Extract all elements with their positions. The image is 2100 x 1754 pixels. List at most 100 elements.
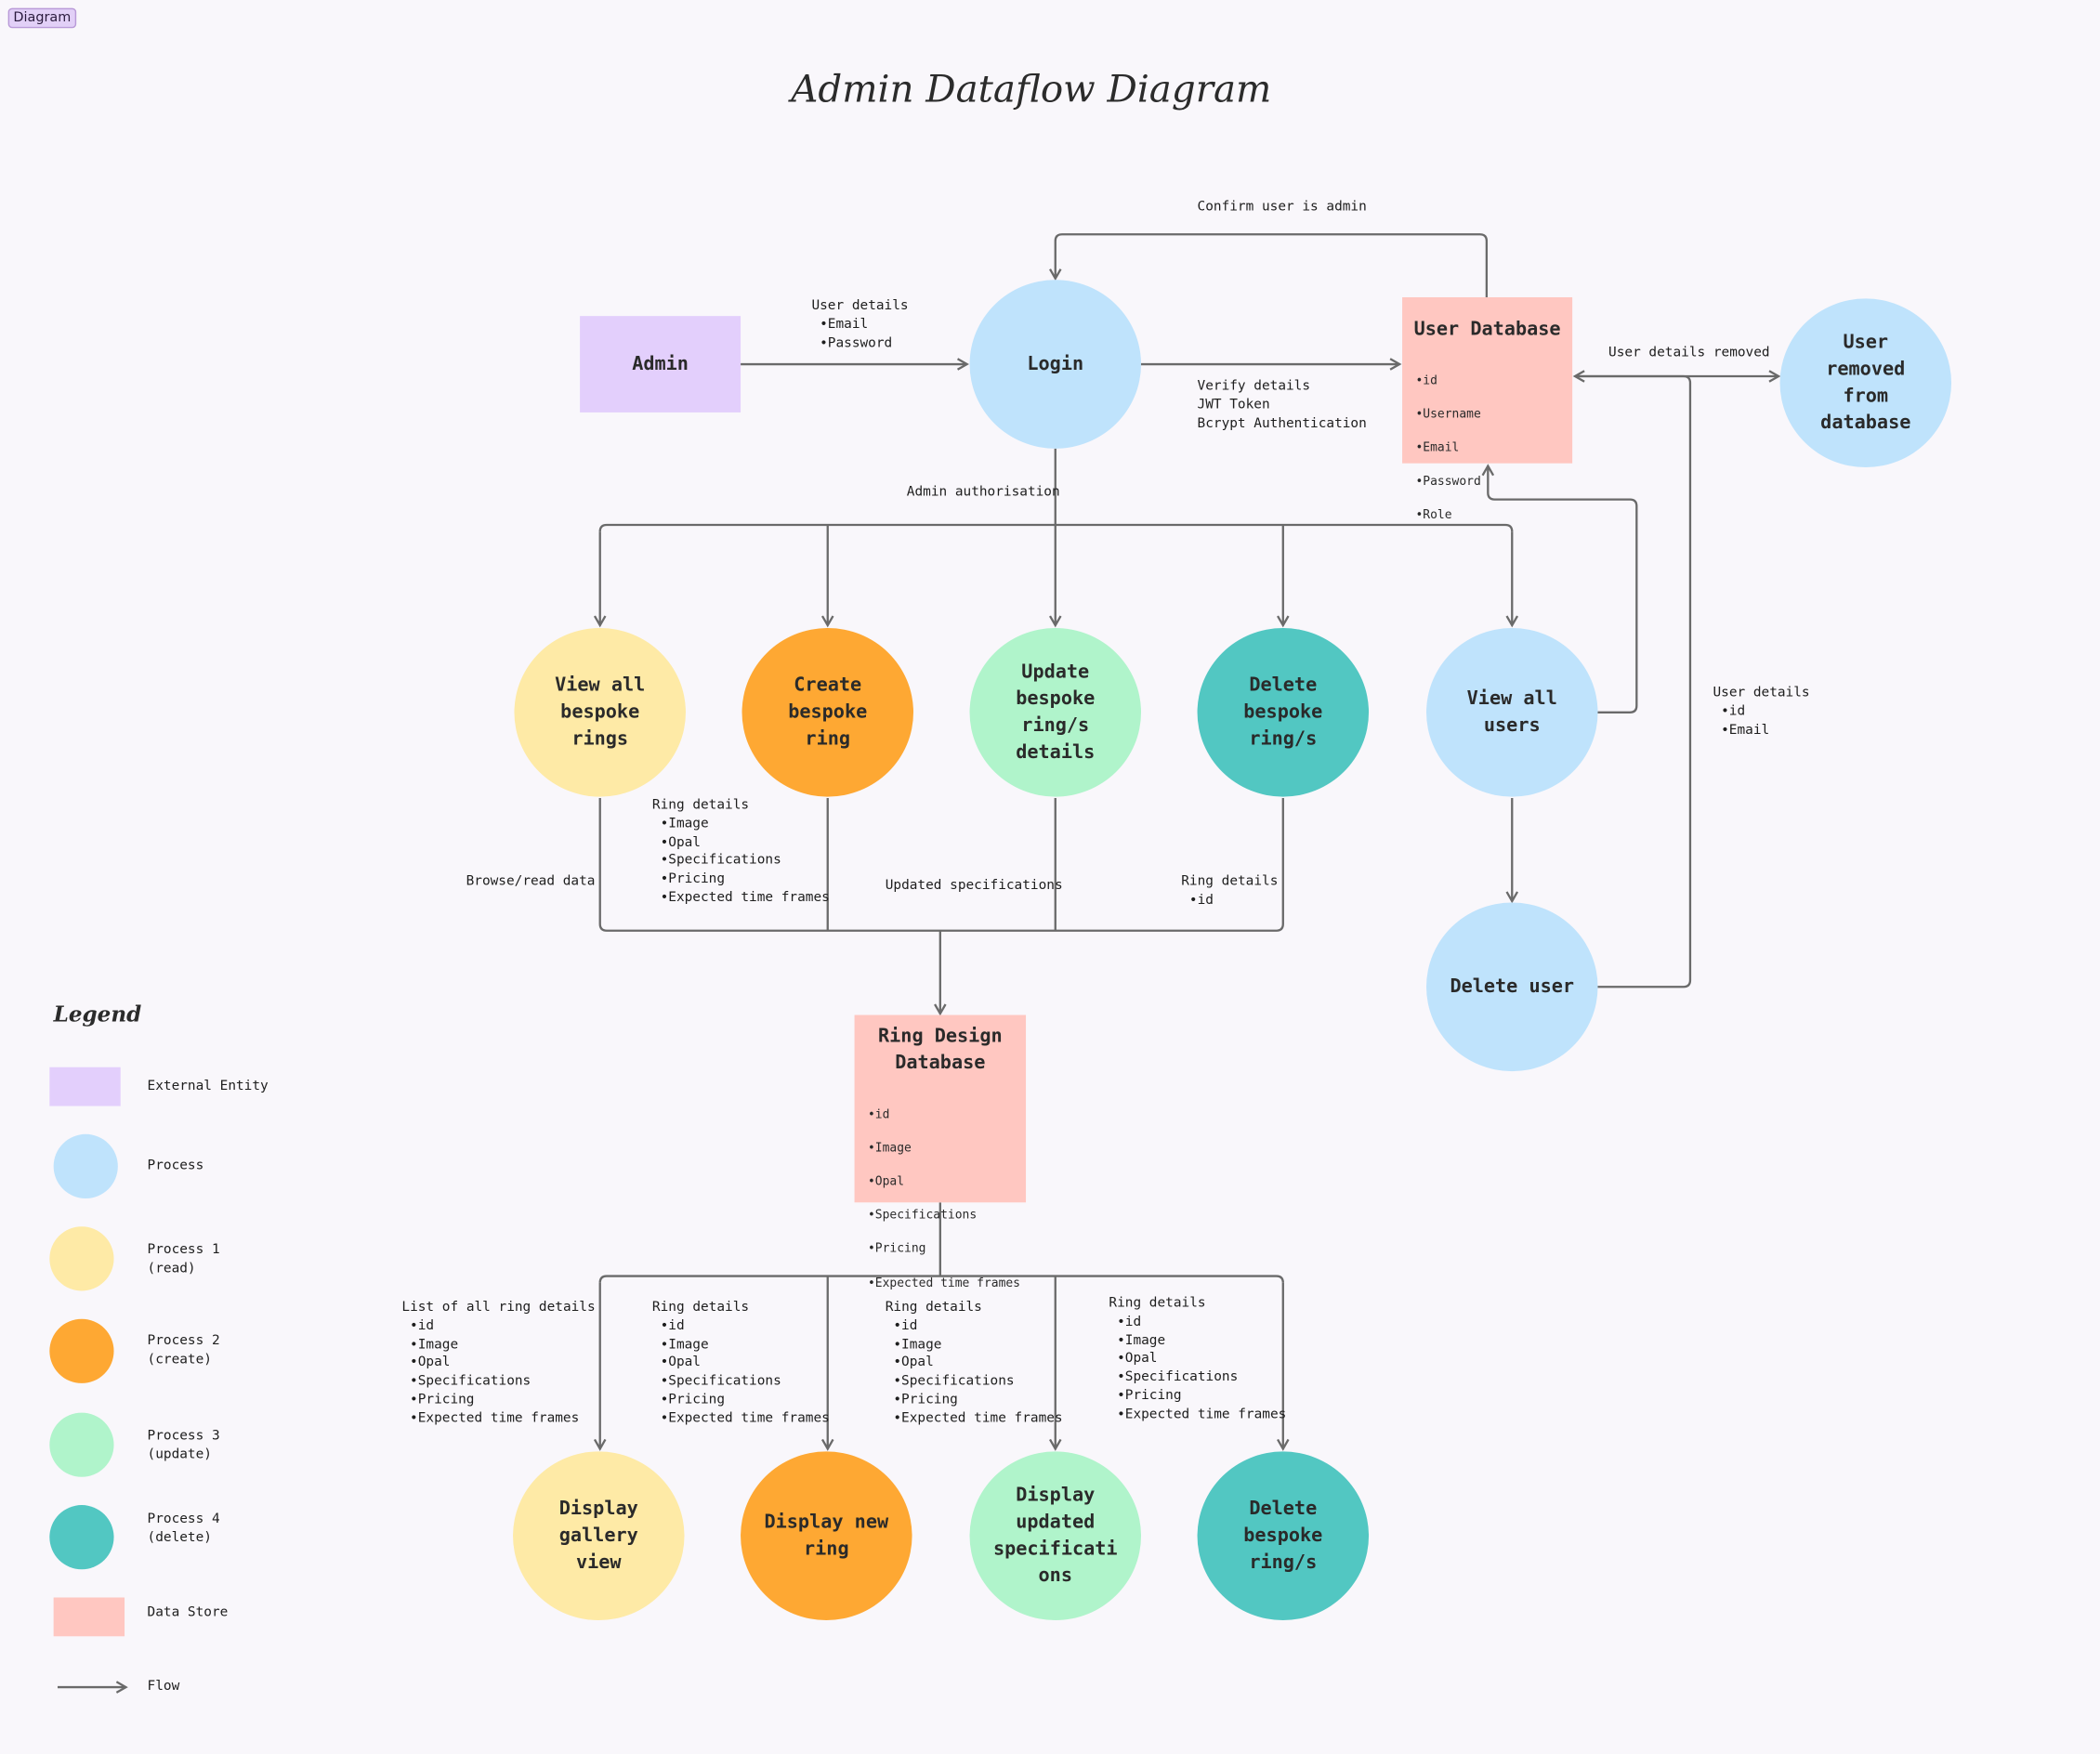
display-updated-process[interactable]: Display updated specificati ons bbox=[969, 1451, 1142, 1621]
legend-label: Process 3 (update) bbox=[147, 1428, 220, 1462]
label-item: Specifications bbox=[1117, 1368, 1286, 1387]
label-item: Image bbox=[661, 815, 830, 833]
label-item: Password bbox=[820, 334, 908, 353]
label-item: id bbox=[410, 1317, 596, 1336]
label-line: Bcrypt Authentication bbox=[1197, 415, 1367, 431]
legend-label: Process 1 (read) bbox=[147, 1242, 220, 1276]
legend-label: Process bbox=[147, 1158, 204, 1173]
label-item: Opal bbox=[893, 1355, 1062, 1373]
label-item: id bbox=[1721, 702, 1809, 721]
label-item: Expected time frames bbox=[1117, 1406, 1287, 1424]
label-item: Opal bbox=[661, 833, 830, 852]
label-items: id Image Opal Specifications Pricing Exp… bbox=[401, 1317, 595, 1428]
ring-design-database-store[interactable]: Ring Design Database id Image Opal Speci… bbox=[854, 1014, 1027, 1290]
label-item: Specifications bbox=[661, 852, 830, 870]
label-item: Email bbox=[1721, 721, 1809, 740]
label-line: JWT Token bbox=[1197, 397, 1270, 412]
user-removed-process[interactable]: User removed from database bbox=[1779, 298, 1952, 468]
login-process[interactable]: Login bbox=[969, 280, 1142, 449]
label-verify-details: Verify details JWT Token Bcrypt Authenti… bbox=[1198, 377, 1367, 433]
diagram-badge[interactable]: Diagram bbox=[7, 7, 77, 29]
diagram-title: Admin Dataflow Diagram bbox=[791, 67, 1272, 111]
label-browse-read: Browse/read data bbox=[466, 874, 596, 890]
user-db-field: Email bbox=[1415, 440, 1572, 457]
label-item: id bbox=[1189, 892, 1278, 910]
display-new-ring-process[interactable]: Display new ring bbox=[741, 1451, 912, 1621]
legend-label: Flow bbox=[147, 1679, 180, 1695]
legend-label: Process 4 (delete) bbox=[147, 1512, 220, 1546]
label-items: id Image Opal Specifications Pricing Exp… bbox=[652, 1317, 830, 1428]
label-item: Opal bbox=[410, 1355, 596, 1373]
update-ring-process[interactable]: Update bespoke ring/s details bbox=[969, 627, 1142, 797]
user-database-fields: id Username Email Password Role bbox=[1402, 356, 1572, 542]
label-item: id bbox=[893, 1317, 1062, 1336]
delete-user-process[interactable]: Delete user bbox=[1426, 902, 1598, 1072]
label-updated-specifications: Updated specifications bbox=[885, 878, 1063, 894]
label-user-details-removed: User details removed bbox=[1608, 345, 1770, 360]
legend-swatch-delete bbox=[49, 1505, 114, 1570]
legend-swatch-store bbox=[53, 1597, 125, 1637]
label-item: Image bbox=[893, 1336, 1062, 1355]
legend-swatch-read bbox=[49, 1226, 114, 1291]
label-items: id bbox=[1181, 892, 1278, 910]
label-items: Image Opal Specifications Pricing Expect… bbox=[652, 815, 830, 907]
delete-ring-output-process[interactable]: Delete bespoke ring/s bbox=[1197, 1451, 1370, 1621]
label-item: Specifications bbox=[410, 1373, 596, 1392]
view-all-rings-process[interactable]: View all bespoke rings bbox=[514, 627, 686, 797]
ring-db-field: Opal bbox=[868, 1174, 1026, 1191]
label-item: Pricing bbox=[1117, 1387, 1286, 1406]
view-all-users-process[interactable]: View all users bbox=[1426, 627, 1598, 797]
label-item: Pricing bbox=[893, 1392, 1062, 1410]
ring-database-fields: id Image Opal Specifications Pricing Exp… bbox=[855, 1090, 1026, 1309]
label-ring-details-new: Ring details id Image Opal Specification… bbox=[652, 1299, 830, 1428]
label-title: Ring details bbox=[885, 1300, 982, 1316]
display-gallery-process[interactable]: Display gallery view bbox=[513, 1451, 685, 1621]
label-ring-details-id: Ring details id bbox=[1181, 873, 1278, 910]
legend-label: External Entity bbox=[147, 1079, 269, 1094]
label-title: Ring details bbox=[651, 1300, 750, 1316]
legend-swatch-create bbox=[49, 1318, 114, 1383]
label-line: Verify details bbox=[1197, 378, 1311, 394]
label-item: Specifications bbox=[893, 1373, 1062, 1392]
label-item: id bbox=[1117, 1314, 1286, 1332]
label-item: Image bbox=[661, 1336, 830, 1355]
ring-db-field: id bbox=[868, 1106, 1026, 1123]
label-item: Opal bbox=[661, 1355, 830, 1373]
delete-ring-process[interactable]: Delete bespoke ring/s bbox=[1197, 627, 1370, 797]
label-ring-details-updated: Ring details id Image Opal Specification… bbox=[886, 1299, 1063, 1428]
label-item: Expected time frames bbox=[661, 889, 830, 908]
label-item: Email bbox=[820, 316, 908, 334]
label-title: Ring details bbox=[1109, 1296, 1206, 1312]
user-database-title: User Database bbox=[1413, 319, 1561, 341]
user-database-store[interactable]: User Database id Username Email Password… bbox=[1402, 296, 1573, 523]
user-db-field: Username bbox=[1415, 407, 1572, 424]
label-confirm-admin: Confirm user is admin bbox=[1197, 199, 1367, 215]
label-items: Email Password bbox=[811, 316, 908, 353]
label-item: Pricing bbox=[410, 1392, 596, 1410]
label-admin-authorisation: Admin authorisation bbox=[906, 484, 1060, 500]
ring-database-title: Ring Design Database bbox=[877, 1026, 1003, 1074]
label-items: id Image Opal Specifications Pricing Exp… bbox=[886, 1317, 1063, 1428]
label-title: Ring details bbox=[651, 798, 750, 813]
label-user-details-id-email: User details id Email bbox=[1713, 685, 1809, 740]
admin-entity[interactable]: Admin bbox=[580, 316, 742, 412]
ring-db-field: Pricing bbox=[868, 1242, 1026, 1259]
legend-title: Legend bbox=[53, 1001, 142, 1028]
ring-db-field: Image bbox=[868, 1141, 1026, 1158]
label-item: Pricing bbox=[661, 870, 830, 889]
label-ring-details-delete: Ring details id Image Opal Specification… bbox=[1109, 1295, 1286, 1424]
legend-swatch-process bbox=[53, 1133, 118, 1198]
label-item: Expected time frames bbox=[661, 1409, 830, 1428]
label-title: Ring details bbox=[1181, 874, 1279, 890]
ring-db-field: Specifications bbox=[868, 1208, 1026, 1224]
label-item: Image bbox=[1117, 1332, 1286, 1351]
legend-label: Data Store bbox=[147, 1605, 229, 1621]
flow-deleteuser-to-userdb bbox=[1572, 370, 1692, 988]
create-ring-process[interactable]: Create bespoke ring bbox=[742, 627, 913, 797]
label-title: User details bbox=[1713, 685, 1810, 700]
legend-label: Process 2 (create) bbox=[147, 1333, 220, 1368]
legend-swatch-update bbox=[49, 1412, 114, 1477]
